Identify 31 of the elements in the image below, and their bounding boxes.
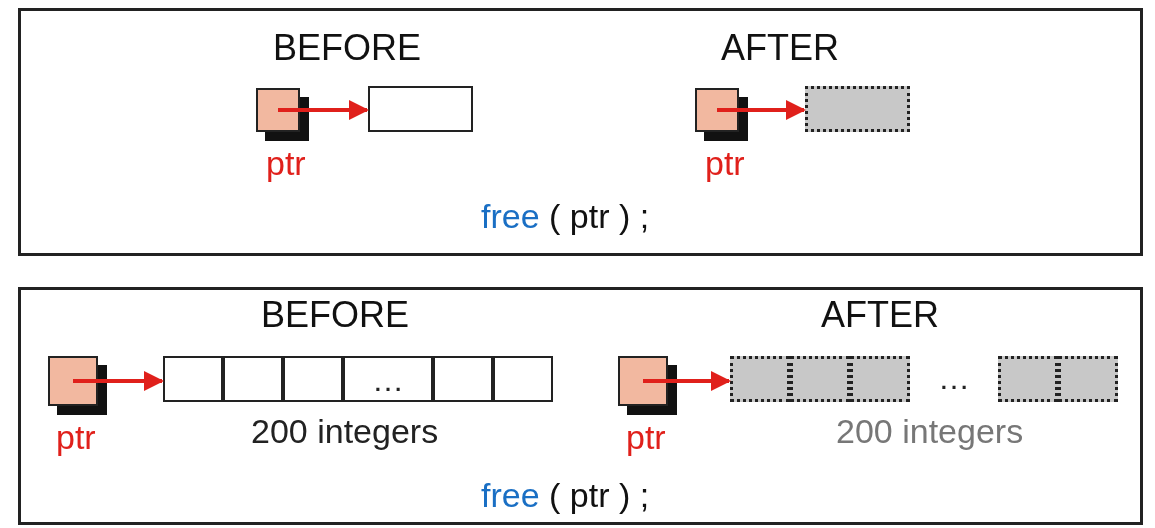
heading: AFTER bbox=[721, 27, 839, 69]
array-caption: 200 integers bbox=[836, 412, 1024, 451]
arrow bbox=[278, 100, 369, 120]
freed-array-cell bbox=[1058, 356, 1118, 402]
pointer-label: ptr bbox=[56, 418, 96, 457]
arrow bbox=[73, 371, 164, 391]
heading: BEFORE bbox=[273, 27, 422, 69]
ellipsis: … bbox=[910, 356, 998, 402]
arrow bbox=[643, 371, 731, 391]
array-cell bbox=[223, 356, 283, 402]
arrow bbox=[717, 100, 806, 120]
array-cell bbox=[163, 356, 223, 402]
freed-memory-block bbox=[805, 86, 910, 132]
panel bbox=[18, 8, 1143, 256]
code-line: free ( ptr ) ; bbox=[481, 197, 650, 236]
code-line: free ( ptr ) ; bbox=[481, 476, 650, 515]
heading: BEFORE bbox=[261, 294, 410, 336]
array-cell bbox=[493, 356, 553, 402]
pointer-label: ptr bbox=[266, 144, 306, 183]
freed-array-cell bbox=[730, 356, 790, 402]
array-cell bbox=[283, 356, 343, 402]
array-cell bbox=[433, 356, 493, 402]
freed-array-cell bbox=[850, 356, 910, 402]
freed-array-cell bbox=[998, 356, 1058, 402]
memory-block bbox=[368, 86, 473, 132]
array-caption: 200 integers bbox=[251, 412, 439, 451]
array-cell: … bbox=[343, 356, 433, 402]
heading: AFTER bbox=[821, 294, 939, 336]
panel bbox=[18, 287, 1143, 525]
pointer-label: ptr bbox=[705, 144, 745, 183]
pointer-label: ptr bbox=[626, 418, 666, 457]
